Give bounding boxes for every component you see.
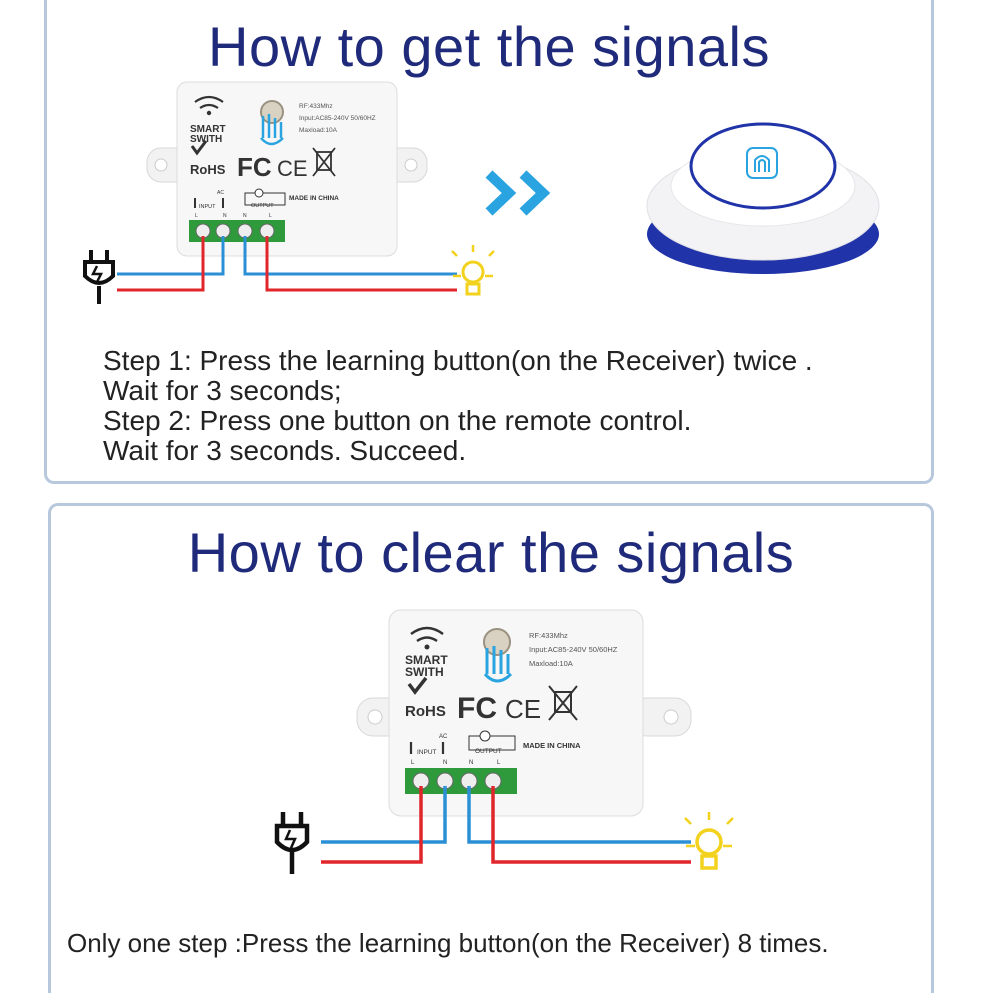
wire-red-output bbox=[491, 786, 691, 864]
terminal-block bbox=[189, 220, 285, 242]
rf-text: RF:433Mhz bbox=[529, 631, 568, 640]
clear-signals-note: Only one step :Press the learning button… bbox=[67, 928, 829, 958]
learning-button[interactable] bbox=[483, 628, 511, 656]
clear-signals-title: How to clear the signals bbox=[187, 521, 795, 584]
brand-line1: SMART bbox=[405, 653, 448, 667]
made-in-text: MADE IN CHINA bbox=[523, 741, 581, 750]
terminal-label: N bbox=[469, 760, 473, 766]
receiver-body bbox=[388, 609, 644, 817]
input-spec-text: Input:AC85-240V 50/60HZ bbox=[299, 115, 376, 122]
terminal-label: L bbox=[497, 760, 501, 766]
wire-blue-output bbox=[467, 786, 691, 844]
step-line: Wait for 3 seconds; bbox=[103, 375, 342, 406]
get-signals-title: How to get the signals bbox=[208, 15, 770, 78]
wire-red-output bbox=[265, 236, 457, 292]
terminal-label: L bbox=[269, 213, 272, 219]
rf-text: RF:433Mhz bbox=[299, 103, 333, 110]
terminal-label: N bbox=[223, 213, 227, 219]
wire-blue-output bbox=[243, 236, 457, 276]
brand-line1: SMART bbox=[190, 124, 226, 135]
terminal-label: N bbox=[443, 760, 447, 766]
light-bulb-icon bbox=[451, 245, 495, 296]
plug-icon bbox=[83, 250, 115, 304]
ac-label: AC bbox=[439, 734, 448, 740]
ce-logo: CE bbox=[277, 156, 308, 181]
fc-logo: FC bbox=[457, 692, 497, 725]
input-label: INPUT bbox=[199, 204, 216, 210]
weee-bin-icon bbox=[312, 147, 336, 177]
plug-icon bbox=[274, 812, 310, 874]
rohs-logo: RoHS bbox=[405, 703, 446, 720]
input-label: INPUT bbox=[417, 749, 437, 756]
wifi-icon bbox=[194, 95, 224, 109]
clear-signals-panel: How to clear the signals SMART SWITH RF:… bbox=[48, 503, 934, 993]
brand-line2: SWITH bbox=[405, 665, 444, 679]
light-bulb-icon bbox=[684, 812, 734, 870]
brand-line2: SWITH bbox=[190, 134, 222, 145]
made-in-text: MADE IN CHINA bbox=[289, 195, 339, 202]
hand-press-icon bbox=[483, 646, 513, 683]
receiver-diagram-top: SMART SWITH RF:433Mhz Input:AC85-240V 50… bbox=[83, 81, 495, 304]
terminal-label: N bbox=[243, 213, 247, 219]
wire-blue-input bbox=[321, 786, 447, 844]
maxload-text: Maxload:10A bbox=[529, 659, 573, 668]
double-arrow-icon bbox=[485, 170, 551, 216]
learning-button[interactable] bbox=[260, 100, 284, 124]
terminal-label: L bbox=[411, 760, 415, 766]
get-signals-steps: Step 1: Press the learning button(on the… bbox=[103, 346, 813, 466]
rohs-logo: RoHS bbox=[190, 162, 226, 177]
ce-logo: CE bbox=[505, 694, 541, 724]
fc-logo: FC bbox=[237, 152, 272, 182]
remote-button[interactable] bbox=[689, 122, 837, 210]
remote-control bbox=[646, 122, 880, 274]
ac-label: AC bbox=[217, 190, 224, 196]
receiver-diagram-bottom: SMART SWITH RF:433Mhz Input:AC85-240V 50… bbox=[274, 609, 734, 874]
input-spec-text: Input:AC85-240V 50/60HZ bbox=[529, 645, 618, 654]
wire-red-input bbox=[117, 236, 205, 292]
hand-press-icon bbox=[260, 114, 284, 146]
step-line: Step 2: Press one button on the remote c… bbox=[103, 405, 692, 436]
output-label: OUTPUT bbox=[251, 203, 274, 209]
maxload-text: Maxload:10A bbox=[299, 127, 338, 134]
fingerprint-icon bbox=[746, 147, 778, 179]
receiver-body bbox=[176, 81, 398, 257]
step-line: Step 1: Press the learning button(on the… bbox=[103, 345, 813, 376]
wifi-icon bbox=[410, 626, 444, 643]
step-line: Wait for 3 seconds. Succeed. bbox=[103, 435, 467, 466]
terminal-label: L bbox=[195, 213, 198, 219]
wire-red-input bbox=[321, 786, 423, 864]
output-label: OUTPUT bbox=[475, 748, 502, 755]
wire-blue-input bbox=[117, 236, 225, 276]
weee-bin-icon bbox=[548, 685, 578, 721]
get-signals-panel: How to get the signals SMART SWITH RF:43… bbox=[44, 0, 934, 484]
